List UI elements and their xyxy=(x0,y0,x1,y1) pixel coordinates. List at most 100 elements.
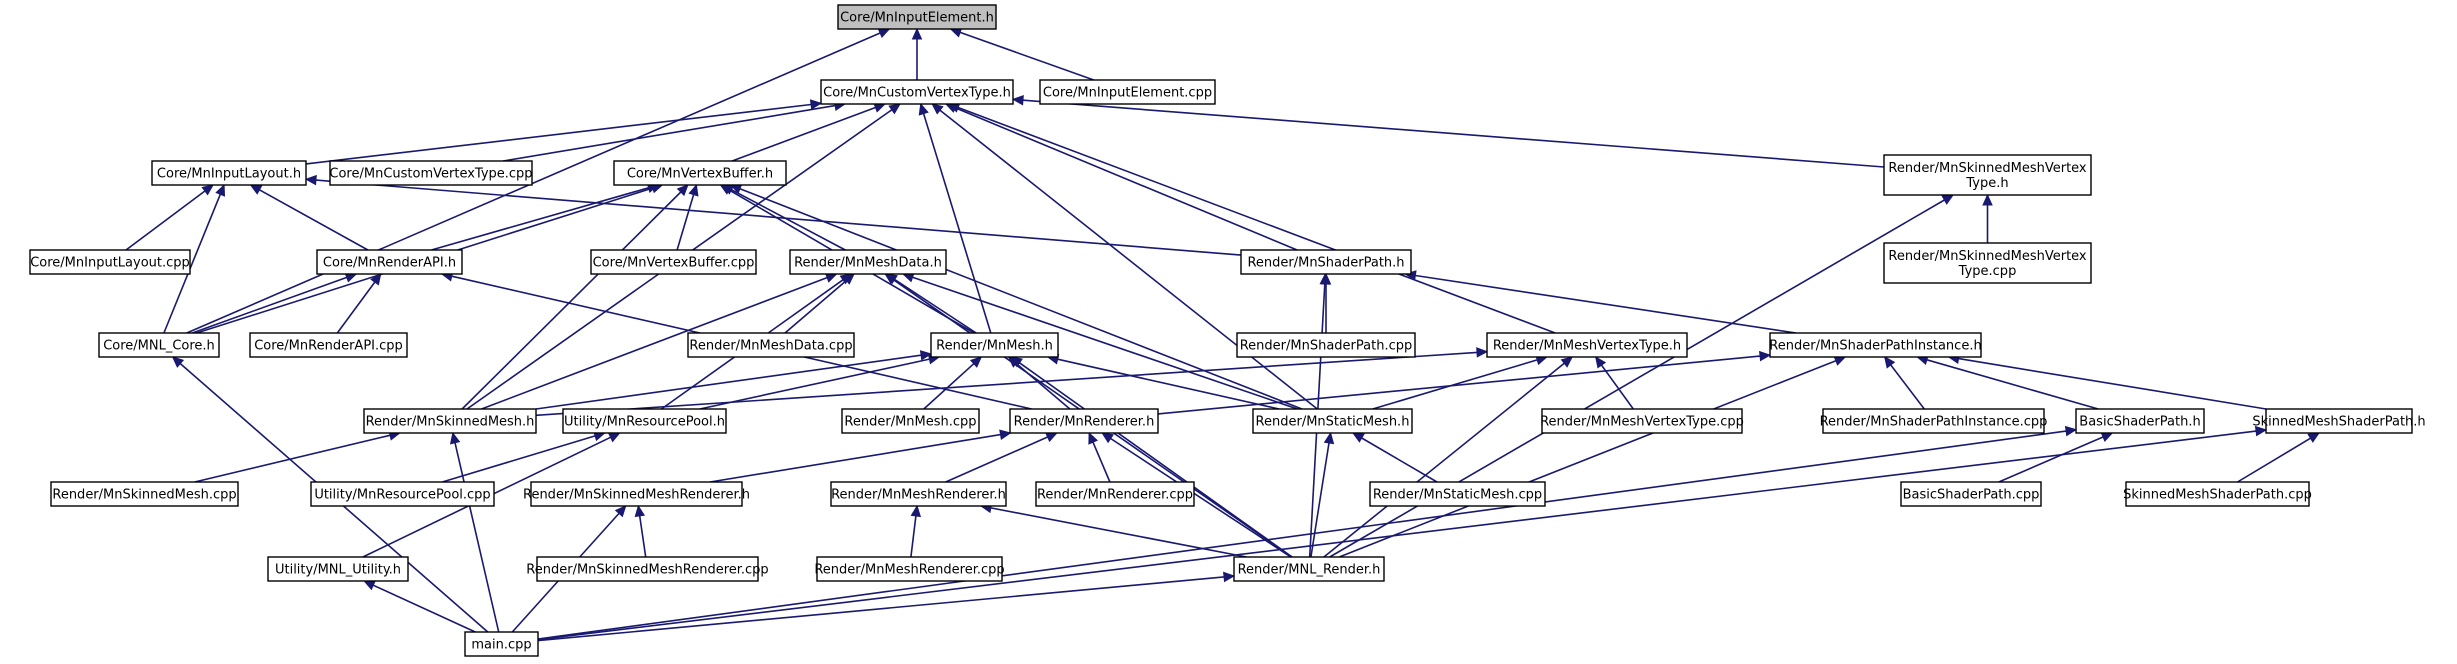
edge-line xyxy=(431,187,649,251)
node-box xyxy=(151,160,307,186)
arrowhead xyxy=(1323,431,1335,445)
dependency-edge xyxy=(1947,353,2267,410)
graph-node[interactable]: Render/MnShaderPath.h xyxy=(1240,249,1412,275)
node-box xyxy=(1769,332,1982,358)
graph-node[interactable]: Render/MnMeshVertexType.cpp xyxy=(1540,408,1744,434)
node-label: Render/MnMeshData.cpp xyxy=(689,339,852,354)
edge-line xyxy=(894,278,977,334)
arrowhead xyxy=(1883,356,1896,369)
dependency-edge xyxy=(1310,431,1335,558)
dependency-edge xyxy=(1351,432,1438,483)
node-label: SkinnedMeshShaderPath.cpp xyxy=(2123,488,2312,503)
dependency-edge xyxy=(537,425,2268,641)
edge-line xyxy=(1019,362,1293,558)
graph-node[interactable]: Render/MnSkinnedMeshRenderer.h xyxy=(523,481,750,507)
graph-node[interactable]: Render/MnRenderer.h xyxy=(1009,408,1159,434)
edge-line xyxy=(1372,359,1538,410)
node-label: Render/MnMeshRenderer.cpp xyxy=(814,563,1004,578)
graph-node[interactable]: Render/MnShaderPathInstance.cpp xyxy=(1820,408,2048,434)
node-box xyxy=(1883,154,2092,196)
edge-line xyxy=(1958,357,2267,410)
graph-node[interactable]: Core/MnCustomVertexType.h xyxy=(820,79,1014,105)
node-label: Render/MnShaderPathInstance.cpp xyxy=(1820,415,2048,430)
graph-node[interactable]: Render/MnShaderPathInstance.h xyxy=(1769,332,1982,358)
node-box xyxy=(536,556,759,582)
graph-node[interactable]: Render/MnSkinnedMeshRenderer.cpp xyxy=(526,556,769,582)
graph-node[interactable]: BasicShaderPath.h xyxy=(2075,408,2205,434)
node-label: Core/MnInputLayout.h xyxy=(157,167,301,182)
graph-node[interactable]: Utility/MnResourcePool.cpp xyxy=(310,481,495,507)
graph-node[interactable]: Render/MnMeshData.cpp xyxy=(687,332,855,358)
graph-node[interactable]: Render/MnStaticMesh.cpp xyxy=(1369,481,1546,507)
graph-node[interactable]: SkinnedMeshShaderPath.h xyxy=(2252,408,2426,434)
node-label: Render/MnSkinnedMeshVertex xyxy=(1888,249,2087,264)
node-box xyxy=(1883,242,2092,284)
graph-node[interactable]: Render/MnMeshRenderer.h xyxy=(830,481,1007,507)
node-label: Render/MnMeshVertexType.h xyxy=(1493,339,1681,354)
graph-node[interactable]: Core/MnRenderAPI.h xyxy=(316,249,463,275)
graph-node[interactable]: BasicShaderPath.cpp xyxy=(1900,481,2042,507)
dependency-edge xyxy=(537,571,1236,642)
edge-line xyxy=(1600,364,1634,410)
dependency-edge xyxy=(923,356,983,410)
node-box xyxy=(1822,408,2045,434)
graph-node[interactable]: Render/MnMeshVertexType.h xyxy=(1486,332,1688,358)
arrowhead xyxy=(1011,94,1024,106)
edge-line xyxy=(454,442,500,633)
graph-node[interactable]: Render/MnStaticMesh.h xyxy=(1252,408,1413,434)
graph-node[interactable]: Render/MnMeshData.h xyxy=(789,249,947,275)
graph-node[interactable]: Utility/MNL_Utility.h xyxy=(267,556,409,582)
edge-line xyxy=(192,276,348,334)
arrowhead xyxy=(1476,347,1489,358)
node-box xyxy=(363,408,537,434)
graph-node[interactable]: Utility/MnResourcePool.h xyxy=(562,408,727,434)
dependency-edge xyxy=(1323,356,1574,558)
node-box xyxy=(1039,79,1216,105)
dependency-edge xyxy=(944,103,1298,251)
graph-node[interactable]: SkinnedMeshShaderPath.cpp xyxy=(2123,481,2312,507)
graph-node[interactable]: main.cpp xyxy=(464,631,539,657)
root-node[interactable]: Core/MnInputElement.h xyxy=(837,4,997,30)
graph-node[interactable]: Render/MnMeshRenderer.cpp xyxy=(814,556,1005,582)
graph-node[interactable]: Core/MNL_Core.h xyxy=(98,332,220,358)
node-box xyxy=(249,332,408,358)
graph-node[interactable]: Render/MnSkinnedMesh.cpp xyxy=(50,481,239,507)
node-label: Utility/MnResourcePool.cpp xyxy=(314,488,490,503)
edge-line xyxy=(1361,437,1438,483)
graph-node[interactable]: Core/MnInputLayout.h xyxy=(151,160,307,186)
graph-node[interactable]: Render/MnSkinnedMesh.h xyxy=(363,408,537,434)
arrowhead xyxy=(2254,425,2268,437)
arrowhead xyxy=(249,184,263,195)
graph-node[interactable]: Render/MnMesh.cpp xyxy=(841,408,980,434)
graph-node[interactable]: Core/MnVertexBuffer.h xyxy=(613,160,787,186)
arrowhead xyxy=(1833,355,1847,366)
dependency-edge xyxy=(1916,354,2099,410)
graph-node[interactable]: Core/MnVertexBuffer.cpp xyxy=(590,249,757,275)
graph-node[interactable]: Render/MNL_Render.h xyxy=(1233,556,1385,582)
node-box xyxy=(2125,481,2310,507)
graph-node[interactable]: Core/MnInputLayout.cpp xyxy=(29,249,191,275)
node-label: Render/MnMesh.cpp xyxy=(844,415,976,430)
graph-node[interactable]: Core/MnRenderAPI.cpp xyxy=(249,332,408,358)
dependency-edge xyxy=(1011,94,1885,168)
edge-line xyxy=(372,584,476,633)
dependency-edge xyxy=(249,184,369,251)
graph-node[interactable]: Render/MnMesh.h xyxy=(930,332,1059,358)
graph-node[interactable]: Render/MnRenderer.cpp xyxy=(1035,481,1195,507)
node-label: Core/MnCustomVertexType.cpp xyxy=(329,167,532,182)
edge-line xyxy=(939,109,1318,410)
node-box xyxy=(930,332,1059,358)
node-box xyxy=(590,249,757,275)
node-label: Render/MnSkinnedMesh.cpp xyxy=(52,488,236,503)
edge-line xyxy=(259,189,369,251)
graph-node[interactable]: Core/MnInputElement.cpp xyxy=(1039,79,1216,105)
edge-line xyxy=(537,430,2067,640)
node-label: Core/MnVertexBuffer.h xyxy=(627,167,773,182)
graph-node[interactable]: Render/MnShaderPath.cpp xyxy=(1236,332,1416,358)
node-box xyxy=(1252,408,1413,434)
node-box xyxy=(530,481,743,507)
arrowhead xyxy=(809,99,823,110)
graph-node[interactable]: Core/MnCustomVertexType.cpp xyxy=(329,160,533,186)
